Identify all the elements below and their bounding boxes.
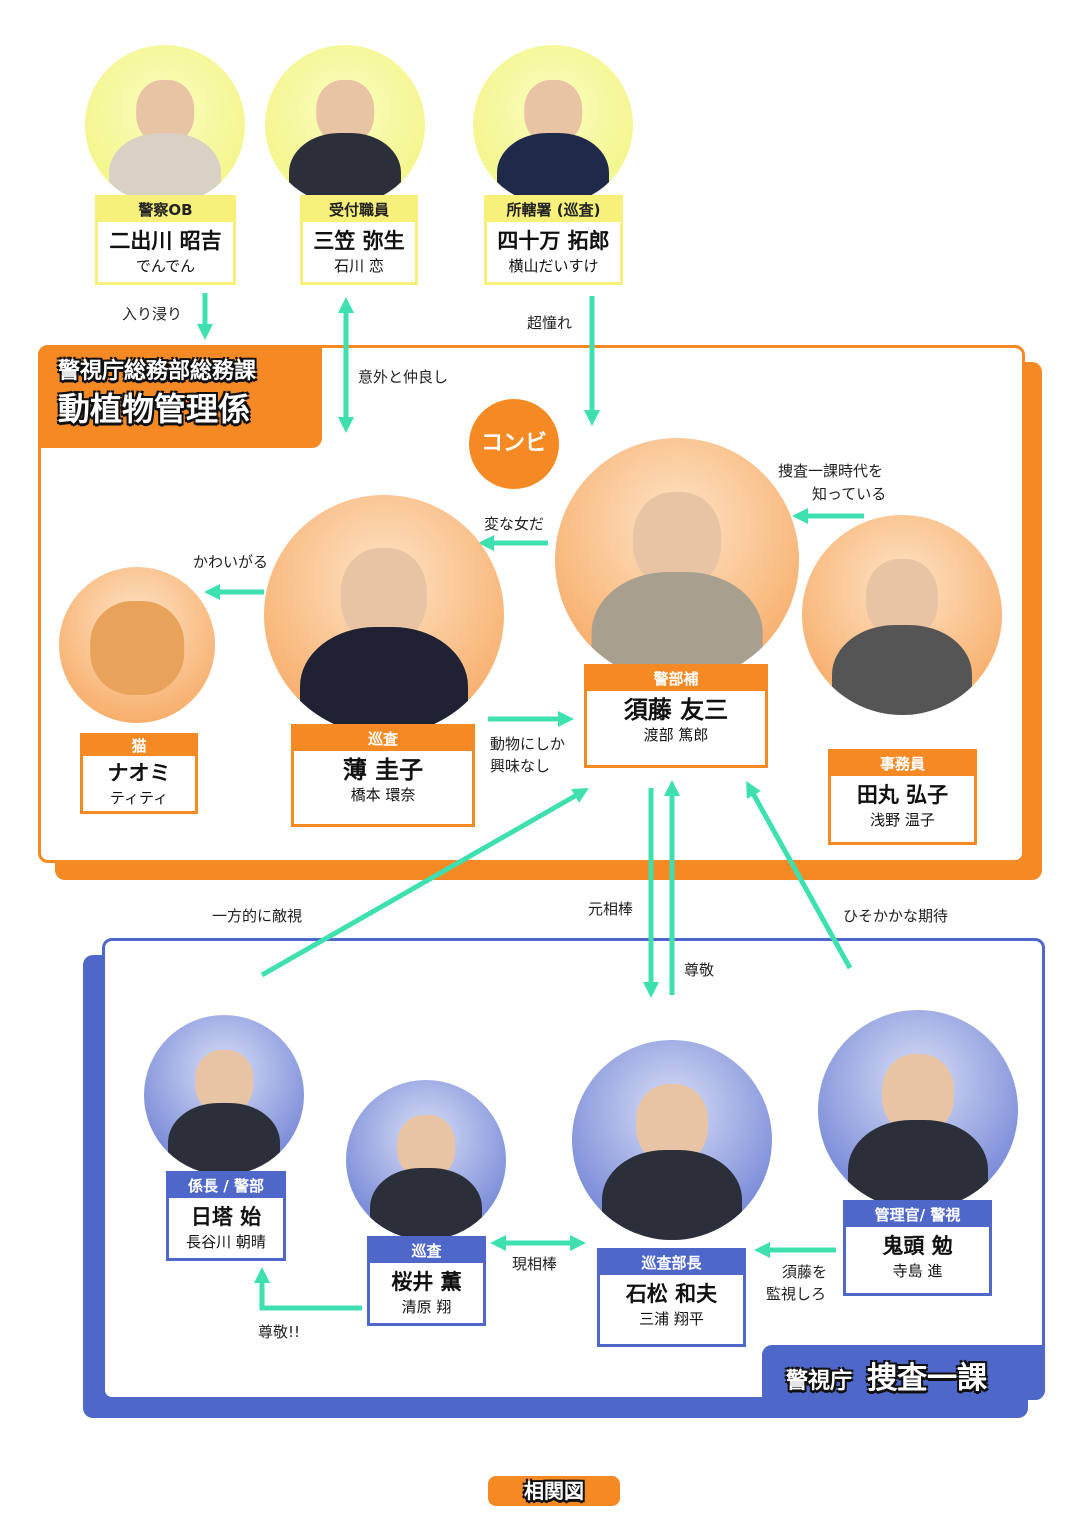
card-role: 係長 / 警部 [169, 1174, 283, 1198]
label-sonkei2: 尊敬!! [258, 1323, 301, 1341]
card-actor: 橋本 環奈 [350, 786, 416, 804]
photo-usui [264, 495, 504, 735]
card-actor: 清原 翔 [401, 1298, 452, 1316]
label-sousa-1: 捜査一課時代を [778, 462, 884, 480]
label-sonkei: 尊敬 [684, 961, 715, 979]
card-actor: 浅野 温子 [870, 811, 935, 829]
photo-kito [818, 1010, 1018, 1210]
card-actor: 三浦 翔平 [639, 1310, 704, 1328]
card-actor: 長谷川 朝晴 [186, 1233, 266, 1251]
portrait-body [591, 572, 763, 682]
photo-suto [555, 438, 799, 682]
label-kanshi-2: 監視しろ [766, 1285, 827, 1303]
photo-futademawa [85, 45, 245, 205]
card-ishimatsu: 巡査部長石松 和夫三浦 翔平 [597, 1248, 746, 1347]
card-role: 所轄署 (巡査) [487, 198, 620, 222]
card-role: 警察OB [98, 198, 233, 222]
label-kanshi-1: 須藤を [782, 1263, 828, 1281]
photo-hito [144, 1015, 304, 1175]
card-sakurai: 巡査桜井 薫清原 翔 [367, 1236, 486, 1326]
photo-naomi [59, 567, 215, 723]
card-yomota: 所轄署 (巡査) 四十万 拓郎横山だいすけ [484, 195, 623, 285]
portrait-body [109, 133, 221, 205]
card-actor: でんでん [135, 257, 196, 275]
card-name: 四十万 拓郎 [497, 229, 610, 253]
card-role: 管理官/ 警視 [846, 1203, 989, 1227]
card-actor: ティティ [109, 789, 169, 807]
arrow-tekishi [260, 788, 589, 978]
portrait-body [289, 133, 401, 205]
arrow-kitai [746, 781, 853, 970]
label-iribitari: 入り浸り [122, 305, 183, 323]
card-name: 三笠 弥生 [313, 229, 405, 253]
portrait-body [602, 1150, 742, 1240]
portrait-head [90, 601, 184, 695]
label-tekishi: 一方的に敵視 [212, 907, 303, 925]
card-name: 鬼頭 勉 [882, 1234, 953, 1258]
card-name: 日塔 始 [190, 1205, 262, 1229]
portrait-body [168, 1103, 280, 1175]
photo-yomota [473, 45, 633, 205]
card-usui: 巡査薄 圭子橋本 環奈 [291, 724, 475, 827]
card-role: 事務員 [831, 752, 974, 776]
portrait-body [832, 625, 972, 715]
photo-tamaru [802, 515, 1002, 715]
label-genaibo: 現相棒 [512, 1255, 558, 1273]
card-actor: 横山だいすけ [508, 257, 599, 275]
photo-ishimatsu [572, 1040, 772, 1240]
label-doubutsu-2: 興味なし [490, 757, 551, 775]
arrow-sonkei2 [253, 1266, 362, 1311]
photo-mikasa [265, 45, 425, 205]
label-henna: 変な女だ [484, 515, 545, 533]
label-akogare: 超憧れ [527, 314, 573, 332]
card-hito: 係長 / 警部日塔 始長谷川 朝晴 [166, 1171, 286, 1261]
label-sousa-2: 知っている [812, 485, 887, 503]
label-doubutsu-1: 動物にしか [490, 735, 566, 753]
card-name: 薄 圭子 [342, 756, 424, 784]
card-role: 警部補 [587, 667, 765, 691]
label-motoaibo: 元相棒 [588, 900, 634, 918]
label-kitai: ひそかかな期待 [843, 907, 949, 925]
portrait-body [300, 627, 468, 735]
card-role: 受付職員 [303, 198, 415, 222]
card-name: 須藤 友三 [623, 696, 729, 724]
card-mikasa: 受付職員三笠 弥生石川 恋 [300, 195, 418, 285]
card-name: ナオミ [107, 761, 171, 785]
card-naomi: 猫ナオミティティ [80, 733, 198, 814]
combi-badge: コンビ [469, 399, 559, 489]
label-igai: 意外と仲良し [358, 368, 449, 386]
card-name: 石松 和夫 [625, 1282, 718, 1306]
card-role: 猫 [83, 736, 195, 756]
card-kito: 管理官/ 警視鬼頭 勉寺島 進 [843, 1200, 992, 1296]
card-actor: 渡部 篤郎 [643, 726, 709, 744]
card-futademawa: 警察OB 二出川 昭吉でんでん [95, 195, 236, 285]
photo-sakurai [346, 1080, 506, 1240]
card-name: 田丸 弘子 [856, 783, 949, 807]
card-role: 巡査 [294, 727, 472, 751]
portrait-body [370, 1168, 482, 1240]
animal-section-title: 警視庁総務部総務課 動植物管理係 [38, 345, 322, 448]
card-actor: 石川 恋 [334, 257, 384, 275]
label-kawaii: かわいがる [193, 553, 269, 571]
card-role: 巡査部長 [600, 1251, 743, 1275]
card-actor: 寺島 進 [892, 1262, 943, 1280]
footer-title: 相関図 [488, 1476, 620, 1506]
portrait-body [848, 1120, 988, 1210]
card-name: 二出川 昭吉 [109, 229, 222, 253]
card-tamaru: 事務員田丸 弘子浅野 温子 [828, 749, 977, 845]
card-role: 巡査 [370, 1239, 483, 1263]
card-name: 桜井 薫 [391, 1270, 462, 1294]
first-division-title: 警視庁 捜査一課 [762, 1345, 1045, 1400]
portrait-body [497, 133, 609, 205]
card-suto: 警部補須藤 友三渡部 篤郎 [584, 664, 768, 768]
